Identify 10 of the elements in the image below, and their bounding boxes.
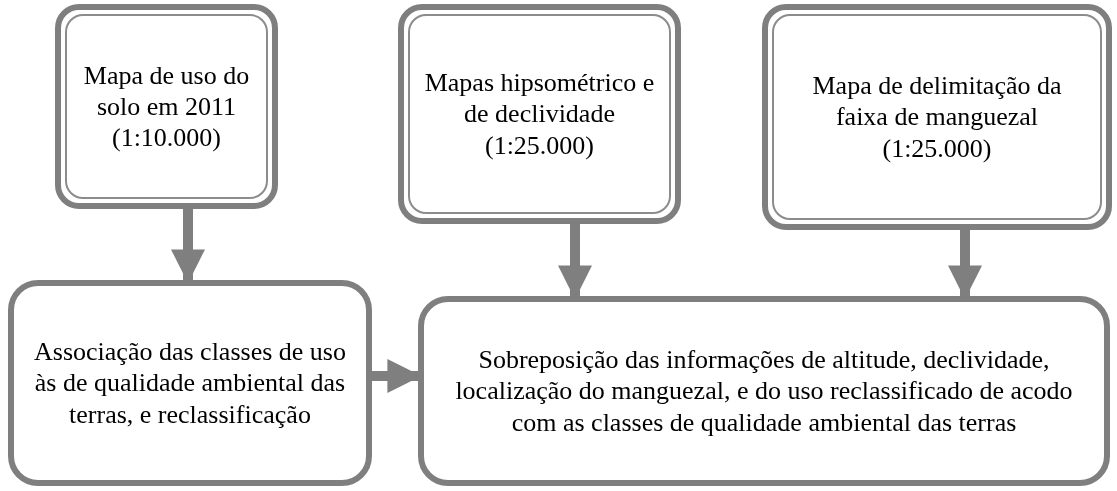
box-text: Associação das classes de uso às de qualidade ambiental das terras, e reclassificação [33, 336, 347, 430]
process-box [8, 280, 372, 486]
box-text: Mapa de uso do solo em 2011 (1:10.000) [82, 59, 251, 154]
process-box [55, 4, 278, 209]
process-box [762, 4, 1112, 230]
process-box [398, 4, 681, 224]
box-text: Mapa de delimitação da faixa de manguezal (1:25.000) [811, 70, 1063, 164]
box-text: Mapas hipsométrico e de declividade (1:25.000) [423, 67, 656, 161]
box-text: Sobreposição das informações de altitude, declividade, localização do manguezal, e do uso reclassificado de acodo com as classes de qualidade ambiental das terras [454, 344, 1074, 438]
process-box [418, 296, 1110, 486]
